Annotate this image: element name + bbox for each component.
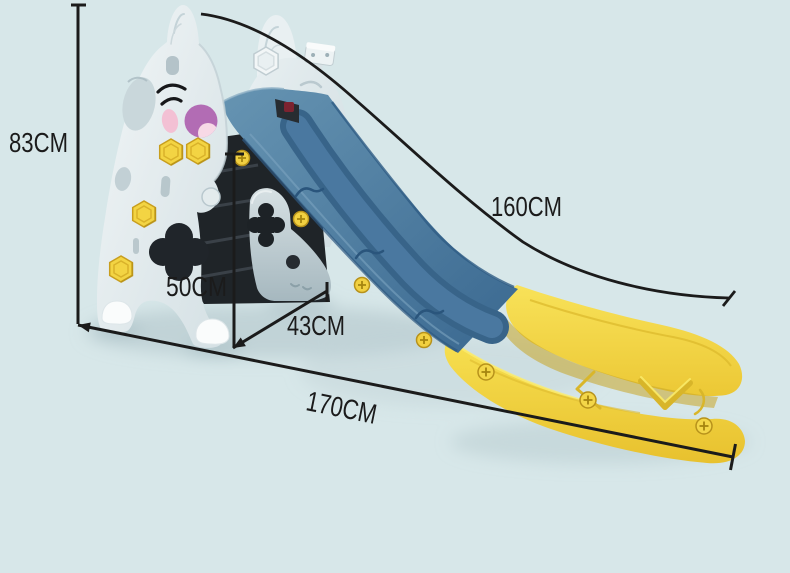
ladder-depth-dimension-label: 43CM (287, 310, 345, 341)
foot-pad-left (101, 300, 133, 325)
front-side-panel (97, 5, 230, 348)
oval-cutout-small (114, 167, 132, 191)
yellow-near-rail (444, 339, 745, 464)
slide-chute-blue (221, 87, 518, 353)
white-hex-knob (253, 46, 279, 76)
cartoon-face (156, 83, 218, 138)
handle-cutout (122, 77, 156, 131)
platform-height-dimension: 50CM (166, 152, 244, 348)
height-dimension: 83CM (9, 3, 86, 324)
height-dimension-label: 83CM (9, 127, 68, 158)
flower-cutout-small (247, 203, 285, 247)
rail-gap-shadow (500, 318, 718, 408)
red-clamp (284, 102, 294, 112)
ladder-depth-dimension: 43CM (232, 282, 345, 350)
edge-bolt (201, 187, 221, 207)
top-bracket (303, 42, 336, 72)
yellow-far-rail (506, 285, 743, 397)
slide-length-dimension: 160CM (200, 12, 737, 307)
slide-length-dimension-label: 160CM (491, 191, 562, 222)
slot-cutout-low (133, 238, 139, 254)
arrow-emboss (638, 378, 693, 410)
support-leg (247, 188, 332, 301)
round-cutout (286, 255, 300, 269)
slot-cutout-top (166, 56, 179, 75)
panel-knobs (108, 137, 211, 283)
closed-eye-icon (156, 83, 187, 94)
rail-screws (233, 149, 713, 435)
platform-height-dimension-label: 50CM (166, 271, 227, 302)
foot-pad-right (195, 318, 230, 345)
slot-cutout-mid (160, 176, 171, 198)
flower-cutout-large (149, 223, 209, 281)
blush (161, 109, 179, 133)
